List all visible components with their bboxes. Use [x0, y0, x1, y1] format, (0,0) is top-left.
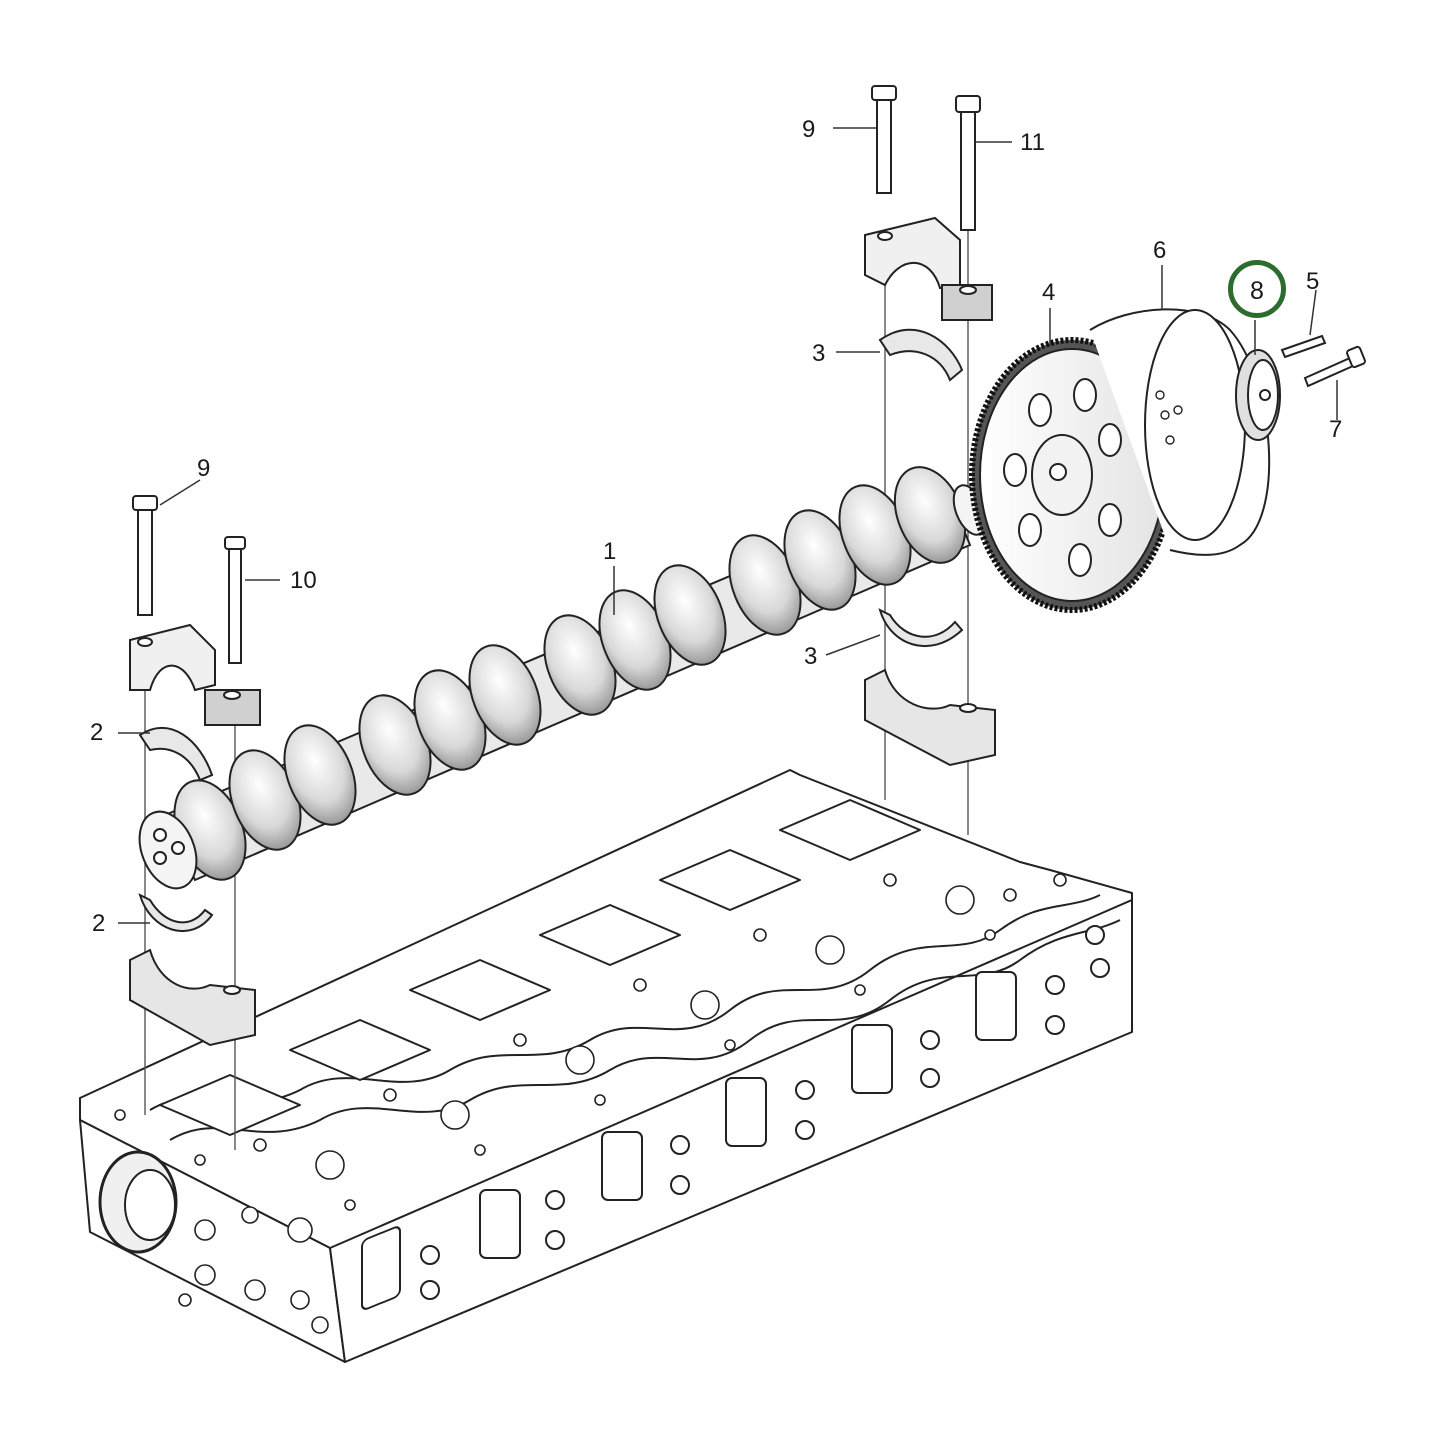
bolt-7 [1303, 345, 1366, 388]
left-bearing-lower-block [129, 948, 256, 1047]
callout-8-highlight: 8 [1228, 260, 1286, 318]
callout-8: 8 [1250, 277, 1264, 305]
bolt-10 [224, 536, 246, 664]
callout-10: 10 [290, 567, 317, 594]
callout-9-left: 9 [197, 455, 211, 482]
bolt-9-right [871, 85, 897, 194]
callout-6: 6 [1153, 237, 1167, 264]
right-bearing-upper-cap [864, 216, 993, 321]
leader-lines [118, 127, 1338, 924]
vibration-damper [1089, 308, 1271, 556]
callout-5: 5 [1306, 268, 1320, 295]
right-bearing-shell-lower [878, 608, 964, 647]
right-bearing-shell-upper [878, 328, 964, 382]
left-bearing-shell-upper [138, 726, 214, 782]
left-bearing-shell-lower [138, 893, 214, 933]
camshaft [138, 466, 988, 890]
callout-7: 7 [1329, 416, 1343, 443]
callout-2-lower: 2 [92, 910, 106, 937]
bolt-11 [955, 95, 981, 231]
left-bearing-upper-cap [129, 623, 261, 726]
bolt-9-left [132, 495, 158, 616]
callout-9-right: 9 [802, 116, 816, 143]
cylinder-head [79, 769, 1133, 1363]
hub-part-8 [1235, 349, 1281, 441]
callout-11: 11 [1020, 129, 1045, 156]
callout-3-upper: 3 [812, 340, 826, 367]
callout-4: 4 [1042, 279, 1056, 306]
callout-1: 1 [603, 538, 617, 565]
callout-3-lower: 3 [804, 643, 818, 670]
dowel-pin-5 [1280, 334, 1327, 359]
right-bearing-lower-block [864, 668, 996, 767]
callout-2-upper: 2 [90, 719, 104, 746]
